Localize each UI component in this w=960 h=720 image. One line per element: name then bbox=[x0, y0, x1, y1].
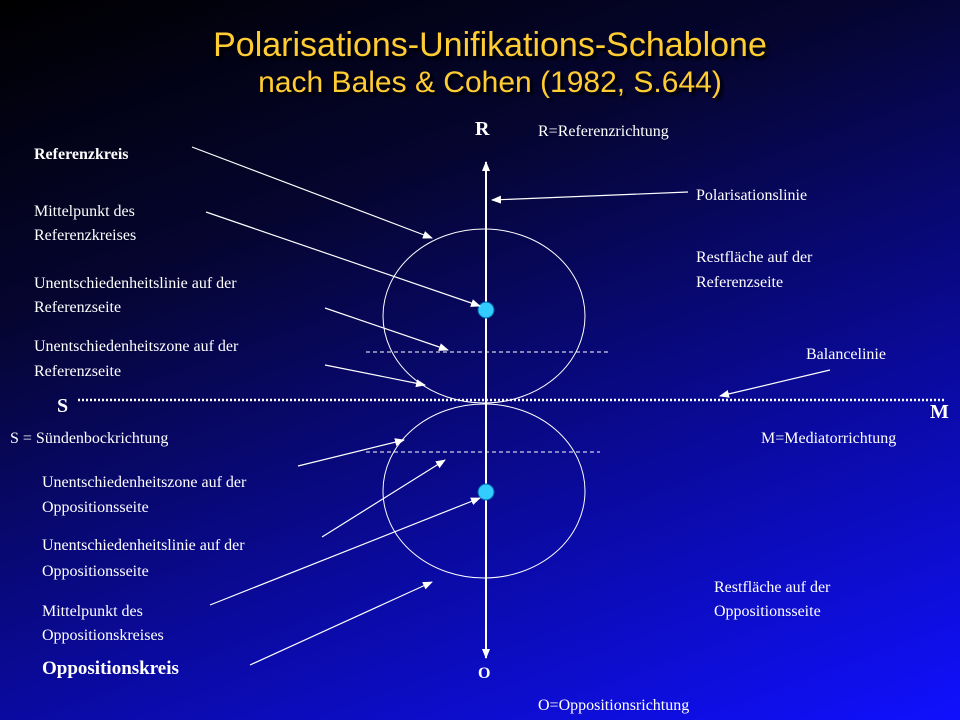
arrow-mittelpunkt-ref bbox=[205, 211, 481, 307]
title-line-1: Polarisations-Unifikations-Schablone bbox=[213, 26, 767, 64]
opposition-circle bbox=[382, 403, 586, 579]
label-zone-ref-1: Unentschiedenheitszone auf der bbox=[34, 338, 239, 355]
axis-o-description: O=Oppositionsrichtung bbox=[538, 697, 690, 714]
label-restflaeche-ref-2: Referenzseite bbox=[696, 274, 784, 291]
arrow-mittelpunkt-opp bbox=[209, 497, 481, 606]
arrow-balancelinie bbox=[719, 369, 831, 398]
label-referenzkreis: Referenzkreis bbox=[34, 146, 129, 163]
label-restflaeche-opp-2: Oppositionsseite bbox=[714, 603, 821, 620]
arrow-zone-opp bbox=[297, 438, 405, 467]
opposition-center-dot bbox=[477, 483, 495, 501]
label-linie-ref-2: Referenzseite bbox=[34, 299, 122, 316]
label-restflaeche-ref-1: Restfläche auf der bbox=[696, 249, 813, 266]
label-mittelpunkt-ref-2: Referenzkreises bbox=[34, 227, 137, 244]
axis-m-letter: M bbox=[930, 401, 949, 423]
axis-o-letter: O bbox=[478, 665, 491, 682]
arrow-linie-opp bbox=[321, 459, 446, 538]
arrow-zone-ref bbox=[324, 364, 426, 388]
arrow-oppositionskreis bbox=[249, 581, 433, 666]
reference-center-dot bbox=[477, 301, 495, 319]
arrow-polarisationslinie bbox=[491, 191, 689, 204]
label-linie-ref-1: Unentschiedenheitslinie auf der bbox=[34, 275, 237, 292]
label-linie-opp-2: Oppositionsseite bbox=[42, 563, 149, 580]
arrow-referenzkreis bbox=[191, 146, 433, 239]
label-oppositionskreis: Oppositionskreis bbox=[42, 658, 179, 679]
axis-m-description: M=Mediatorrichtung bbox=[761, 430, 897, 447]
label-zone-opp-2: Oppositionsseite bbox=[42, 499, 149, 516]
axis-s-letter: S bbox=[57, 395, 69, 417]
label-mittelpunkt-opp-1: Mittelpunkt des bbox=[42, 603, 143, 620]
label-mittelpunkt-opp-2: Oppositionskreises bbox=[42, 627, 164, 644]
arrow-linie-ref bbox=[324, 307, 449, 351]
label-linie-opp-1: Unentschiedenheitslinie auf der bbox=[42, 537, 245, 554]
label-mittelpunkt-ref-1: Mittelpunkt des bbox=[34, 203, 135, 220]
axis-r-letter: R bbox=[475, 118, 490, 140]
label-zone-ref-2: Referenzseite bbox=[34, 363, 122, 380]
axis-s-description: S = Sündenbockrichtung bbox=[10, 430, 169, 447]
label-zone-opp-1: Unentschiedenheitszone auf der bbox=[42, 474, 247, 491]
label-polarisationslinie: Polarisationslinie bbox=[696, 187, 808, 204]
axis-r-description: R=Referenzrichtung bbox=[538, 123, 669, 140]
label-balancelinie: Balancelinie bbox=[806, 346, 886, 363]
reference-circle bbox=[382, 228, 586, 404]
label-restflaeche-opp-1: Restfläche auf der bbox=[714, 579, 831, 596]
title-line-2: nach Bales & Cohen (1982, S.644) bbox=[258, 66, 722, 99]
